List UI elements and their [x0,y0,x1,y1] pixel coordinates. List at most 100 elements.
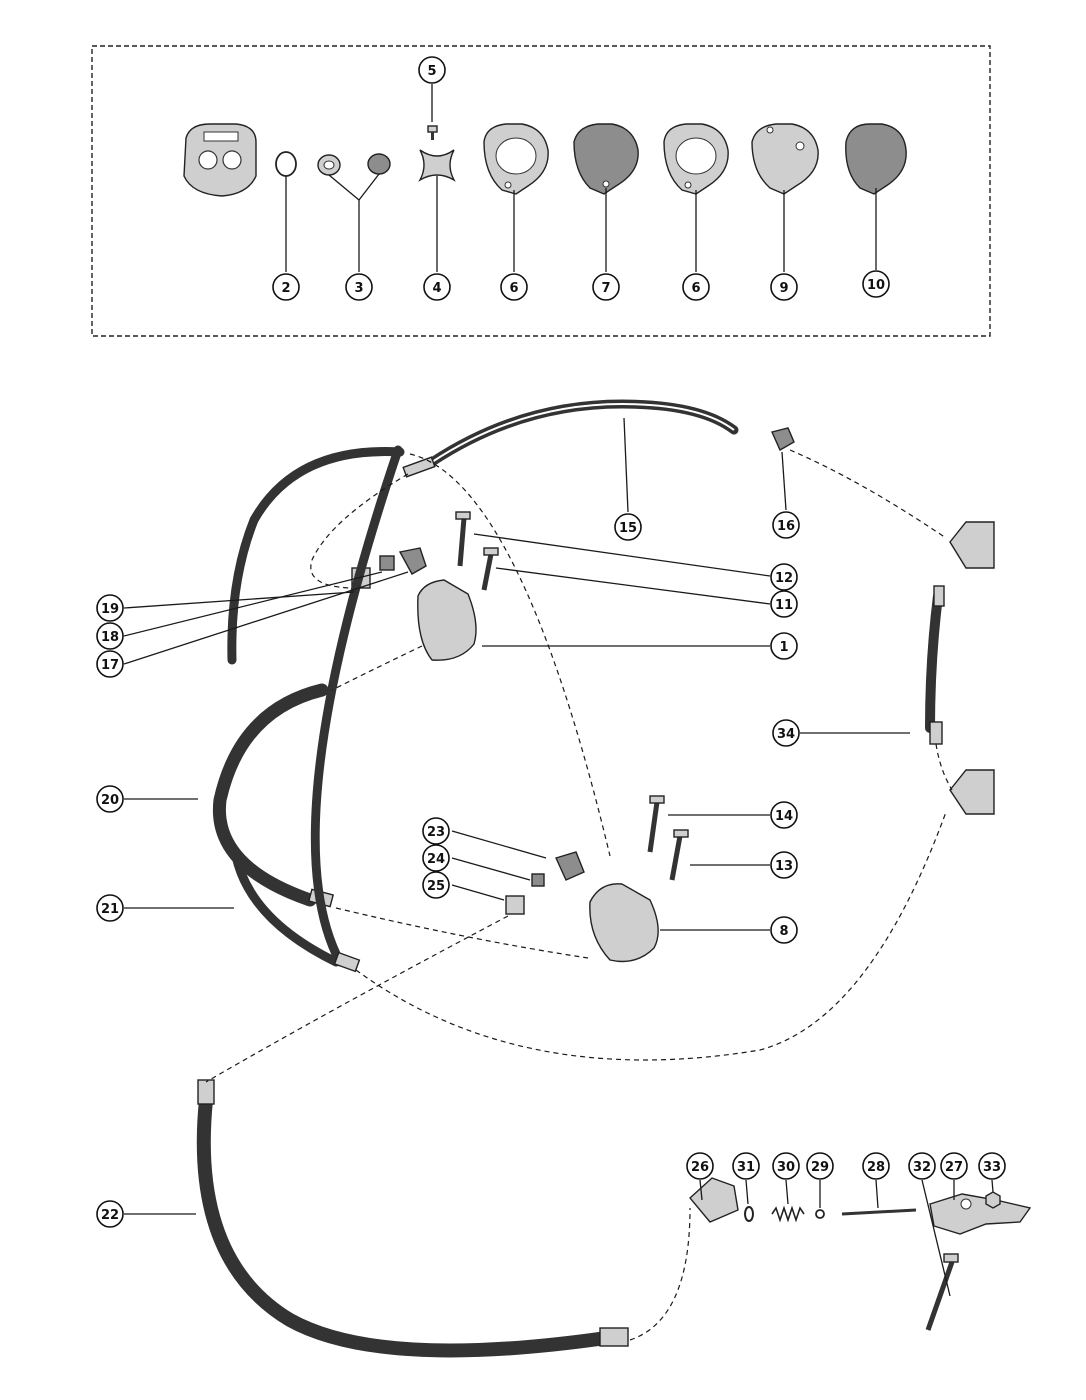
callout-6-right: 6 [682,273,710,301]
svg-text:25: 25 [427,879,445,894]
fuel-hose-22 [196,1079,629,1358]
filter-housing-lower [949,769,995,815]
svg-text:9: 9 [779,281,788,296]
svg-text:23: 23 [427,825,445,840]
svg-text:13: 13 [775,859,793,874]
callout-8: 8 [770,916,798,944]
fuel-hose-21-lower [231,851,361,973]
pin-28 [841,1208,917,1216]
svg-text:12: 12 [775,571,793,586]
svg-text:2: 2 [281,281,290,296]
fitting-16 [771,427,795,451]
svg-text:21: 21 [101,902,119,917]
svg-text:18: 18 [101,630,119,645]
fuel-hose-34 [925,585,945,745]
connector-body-27 [929,1193,1032,1235]
ball-29 [815,1209,825,1219]
pump-cover-upper [417,579,477,661]
svg-text:14: 14 [775,809,793,824]
callout-30: 30 [772,1152,800,1180]
svg-text:1: 1 [779,640,788,655]
callout-17: 17 [96,650,124,678]
svg-text:26: 26 [691,1160,709,1175]
svg-text:29: 29 [811,1160,829,1175]
callout-33: 33 [978,1152,1006,1180]
filter-housing-upper [949,521,995,569]
callout-3: 3 [345,273,373,301]
callout-12: 12 [770,563,798,591]
svg-text:8: 8 [779,924,788,939]
callout-15: 15 [614,513,642,541]
callout-29: 29 [806,1152,834,1180]
fittings-23-25 [505,851,585,915]
callout-6-left: 6 [500,273,528,301]
oring-31 [744,1206,754,1222]
svg-text:32: 32 [913,1160,931,1175]
callout-32: 32 [908,1152,936,1180]
callout-23: 23 [422,817,450,845]
callout-11: 11 [770,590,798,618]
callout-13: 13 [770,851,798,879]
callout-20: 20 [96,785,124,813]
svg-text:6: 6 [691,281,700,296]
callout-9: 9 [770,273,798,301]
retainer-screw [427,125,438,140]
svg-text:33: 33 [983,1160,1001,1175]
svg-text:28: 28 [867,1160,885,1175]
svg-text:10: 10 [867,278,885,293]
bolts-11-12 [455,511,499,591]
callout-14: 14 [770,801,798,829]
screw-32 [925,1253,959,1331]
pump-cover-plate [751,123,819,195]
callout-22: 22 [96,1200,124,1228]
inset-frame [91,45,991,337]
svg-text:22: 22 [101,1208,119,1223]
svg-text:6: 6 [509,281,518,296]
callout-1: 1 [770,632,798,660]
connector-26 [689,1177,739,1223]
spring-30 [771,1205,805,1223]
svg-text:16: 16 [777,519,795,534]
svg-text:31: 31 [737,1160,755,1175]
svg-text:24: 24 [427,852,445,867]
callout-16: 16 [772,511,800,539]
callout-4: 4 [423,273,451,301]
callout-21: 21 [96,894,124,922]
valve-retainer [418,149,456,182]
fuel-hose-21 [227,445,405,967]
svg-text:30: 30 [777,1160,795,1175]
fuel-hose-upper [402,399,739,478]
svg-text:3: 3 [354,281,363,296]
svg-text:15: 15 [619,521,637,536]
callout-34: 34 [772,719,800,747]
callout-7: 7 [592,273,620,301]
check-valves [317,153,391,176]
bolts-13-14 [647,795,689,881]
svg-text:7: 7 [601,281,610,296]
gasket-right [663,123,729,195]
fuel-pump-body [183,123,257,197]
svg-text:4: 4 [432,281,441,296]
svg-text:17: 17 [101,658,119,673]
pump-base-plate [845,123,907,195]
callout-2: 2 [272,273,300,301]
callout-25: 25 [422,871,450,899]
pump-cover-lower [589,883,659,963]
o-ring [275,151,297,177]
svg-text:20: 20 [101,793,119,808]
svg-text:27: 27 [945,1160,963,1175]
callout-5: 5 [418,56,446,84]
callout-24: 24 [422,844,450,872]
nut-33 [985,1191,1001,1209]
svg-text:19: 19 [101,602,119,617]
callout-26: 26 [686,1152,714,1180]
svg-text:34: 34 [777,727,795,742]
callout-10: 10 [862,270,890,298]
svg-text:11: 11 [775,598,793,613]
callout-31: 31 [732,1152,760,1180]
diaphragm [573,123,639,195]
svg-text:5: 5 [427,64,436,79]
callout-19: 19 [96,594,124,622]
callout-27: 27 [940,1152,968,1180]
